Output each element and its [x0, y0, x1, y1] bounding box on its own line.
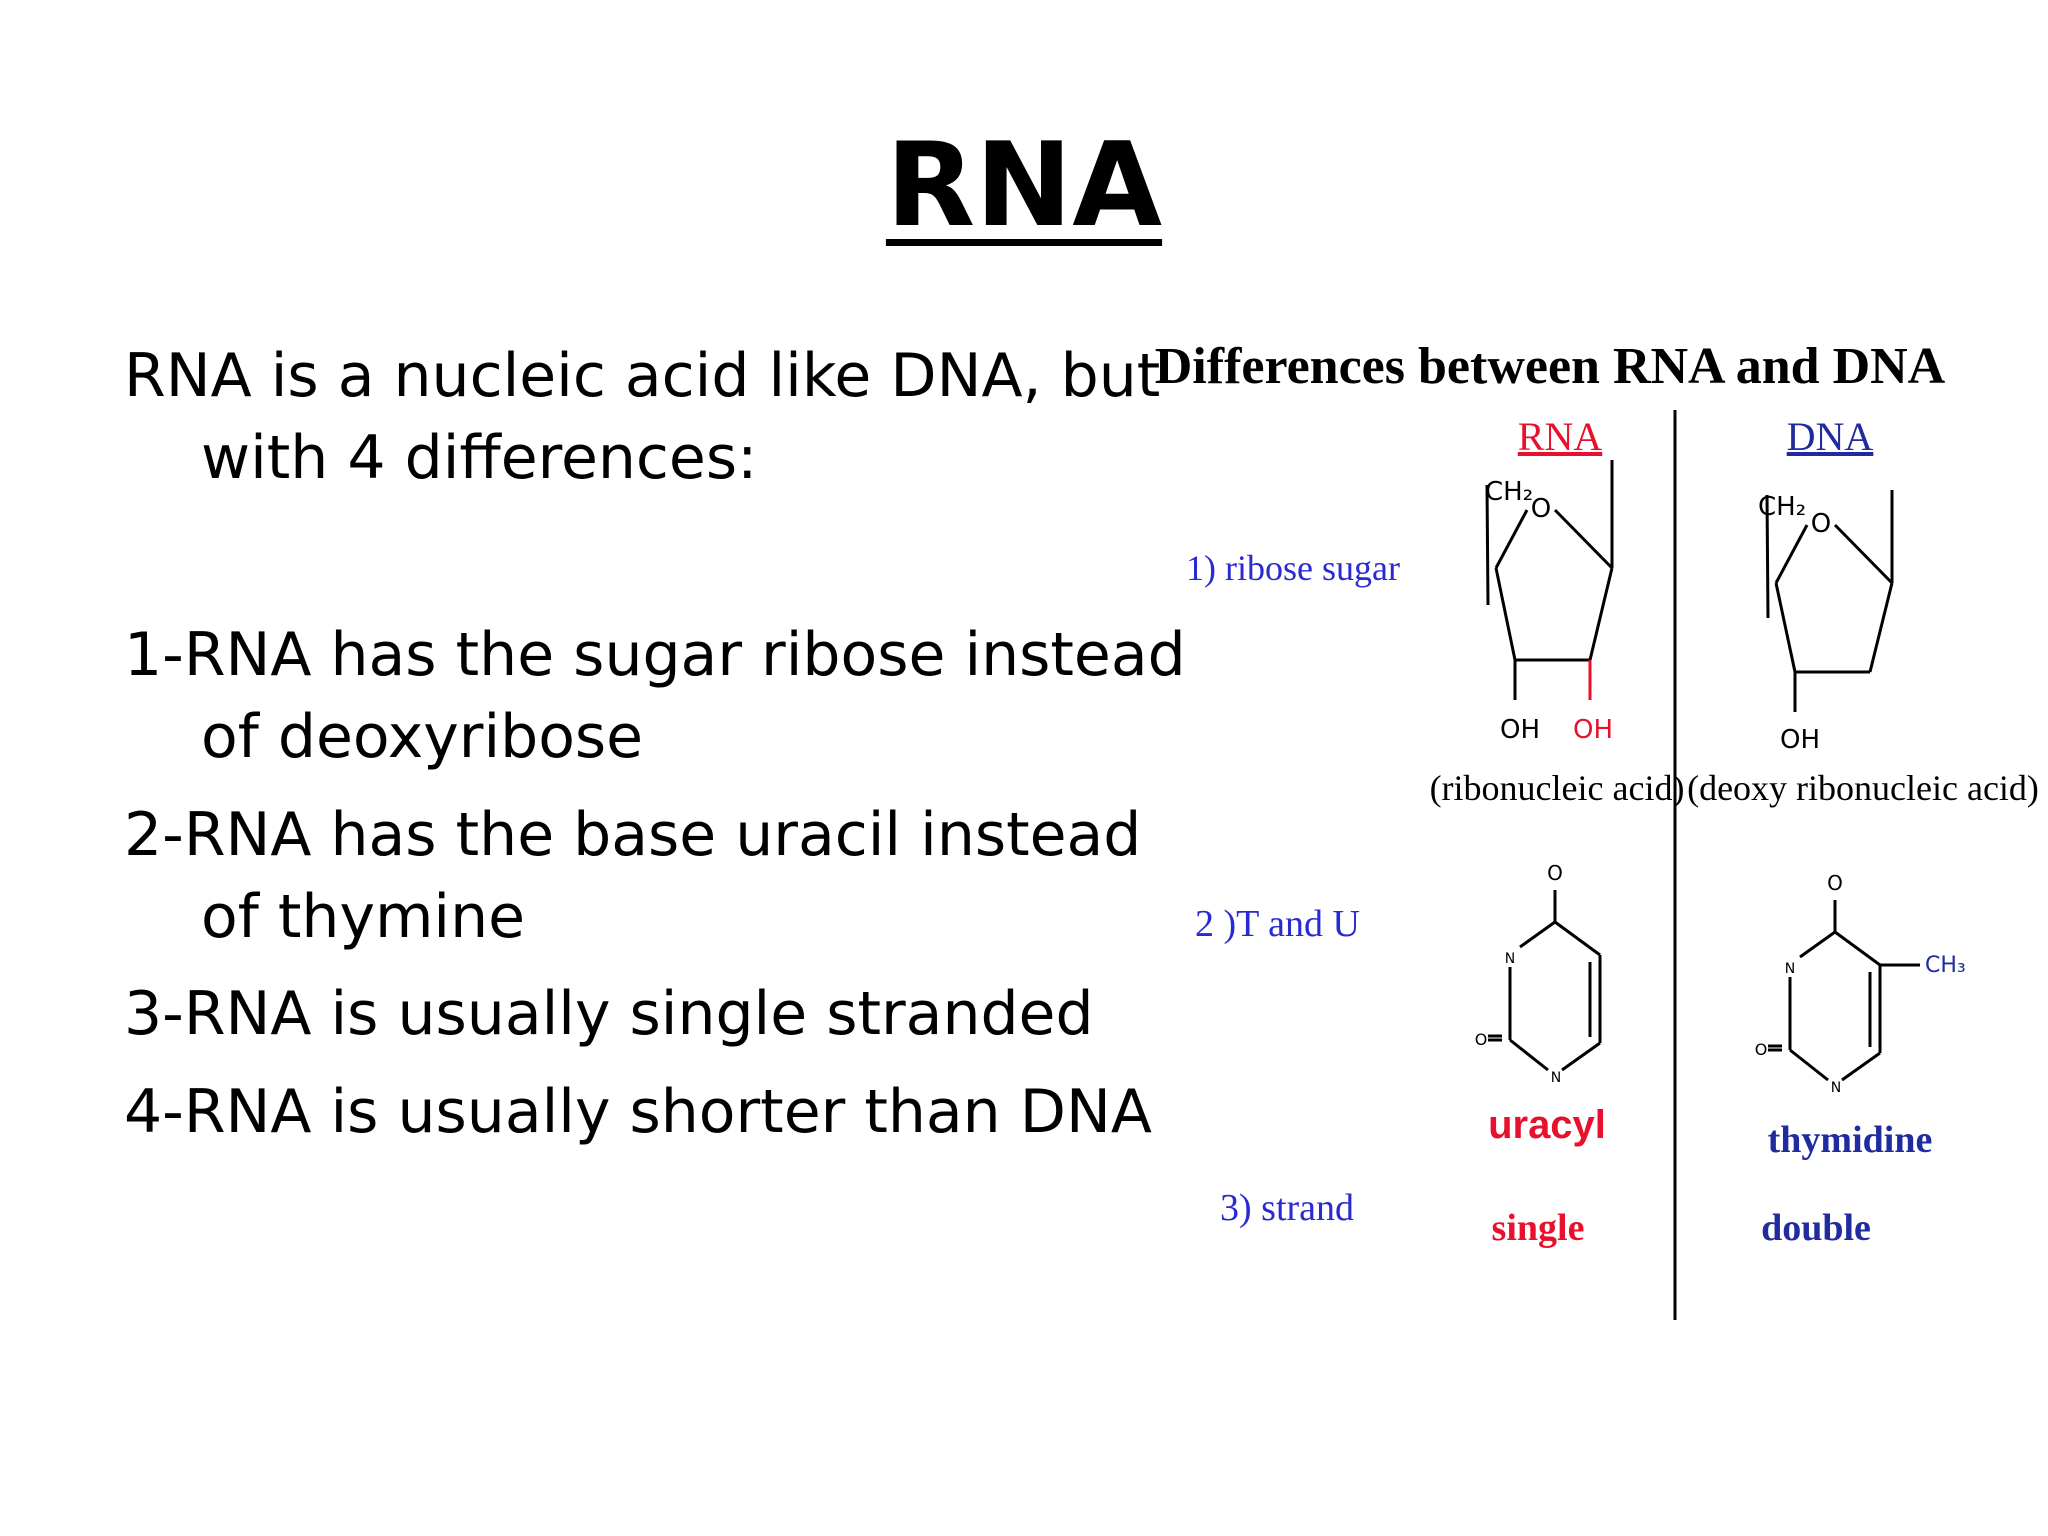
point-1: 1-RNA has the sugar ribose instead of de… — [124, 620, 1186, 772]
uracil-label: uracyl — [1488, 1103, 1606, 1147]
deoxyribose-oh-label: OH — [1780, 725, 1820, 755]
thymine-n3-label: N — [1785, 961, 1795, 977]
ribose-structure — [1485, 460, 1614, 700]
point-2: 2-RNA has the base uracil instead of thy… — [124, 800, 1142, 952]
thymine-methyl-label: CH₃ — [1925, 953, 1966, 978]
rna-dna-differences-diagram: Differences between RNA and DNA RNA DNA … — [1155, 338, 2039, 1320]
diagram-title: Differences between RNA and DNA — [1155, 338, 1946, 395]
thymine-oxygen-top: O — [1827, 871, 1843, 895]
uracil-n3-label: N — [1505, 951, 1515, 967]
slide-title: RNA — [0, 128, 2048, 244]
deoxyribose-ring-oxygen: O — [1811, 509, 1831, 539]
slide-title-text: RNA — [885, 118, 1163, 253]
point-3: 3-RNA is usually single stranded — [124, 979, 1094, 1049]
uracil-oxygen-side: O — [1475, 1030, 1488, 1049]
uracil-n1-label: N — [1551, 1070, 1561, 1086]
row-label-strand: 3) strand — [1220, 1187, 1354, 1229]
deoxyribose-structure — [1765, 490, 1894, 712]
dna-strand-value: double — [1761, 1207, 1871, 1249]
uracil-oxygen-top: O — [1547, 861, 1563, 885]
uracil-structure — [1488, 890, 1602, 1072]
intro-text: RNA is a nucleic acid like DNA, but with… — [124, 341, 1161, 493]
ribose-ring-oxygen: O — [1531, 494, 1551, 524]
dna-column-header: DNA — [1787, 414, 1874, 459]
rna-full-name: (ribonucleic acid) — [1430, 768, 1685, 808]
row-label-base: 2 )T and U — [1195, 903, 1360, 945]
rna-column-header: RNA — [1518, 414, 1603, 459]
ribose-oh-label: OH — [1500, 715, 1540, 745]
deoxyribose-ch2-label: CH₂ — [1758, 492, 1806, 522]
thymine-structure — [1768, 900, 1920, 1082]
thymidine-label: thymidine — [1768, 1119, 1933, 1161]
row-label-sugar: 1) ribose sugar — [1186, 548, 1400, 588]
dna-full-name: (deoxy ribonucleic acid) — [1687, 768, 2039, 808]
ribose-2-oh-label: OH — [1573, 715, 1613, 745]
thymine-n1-label: N — [1831, 1080, 1841, 1096]
point-4: 4-RNA is usually shorter than DNA — [124, 1077, 1152, 1147]
rna-strand-value: single — [1492, 1207, 1585, 1249]
ribose-ch2-label: CH₂ — [1485, 477, 1533, 507]
thymine-oxygen-side: O — [1755, 1040, 1768, 1059]
